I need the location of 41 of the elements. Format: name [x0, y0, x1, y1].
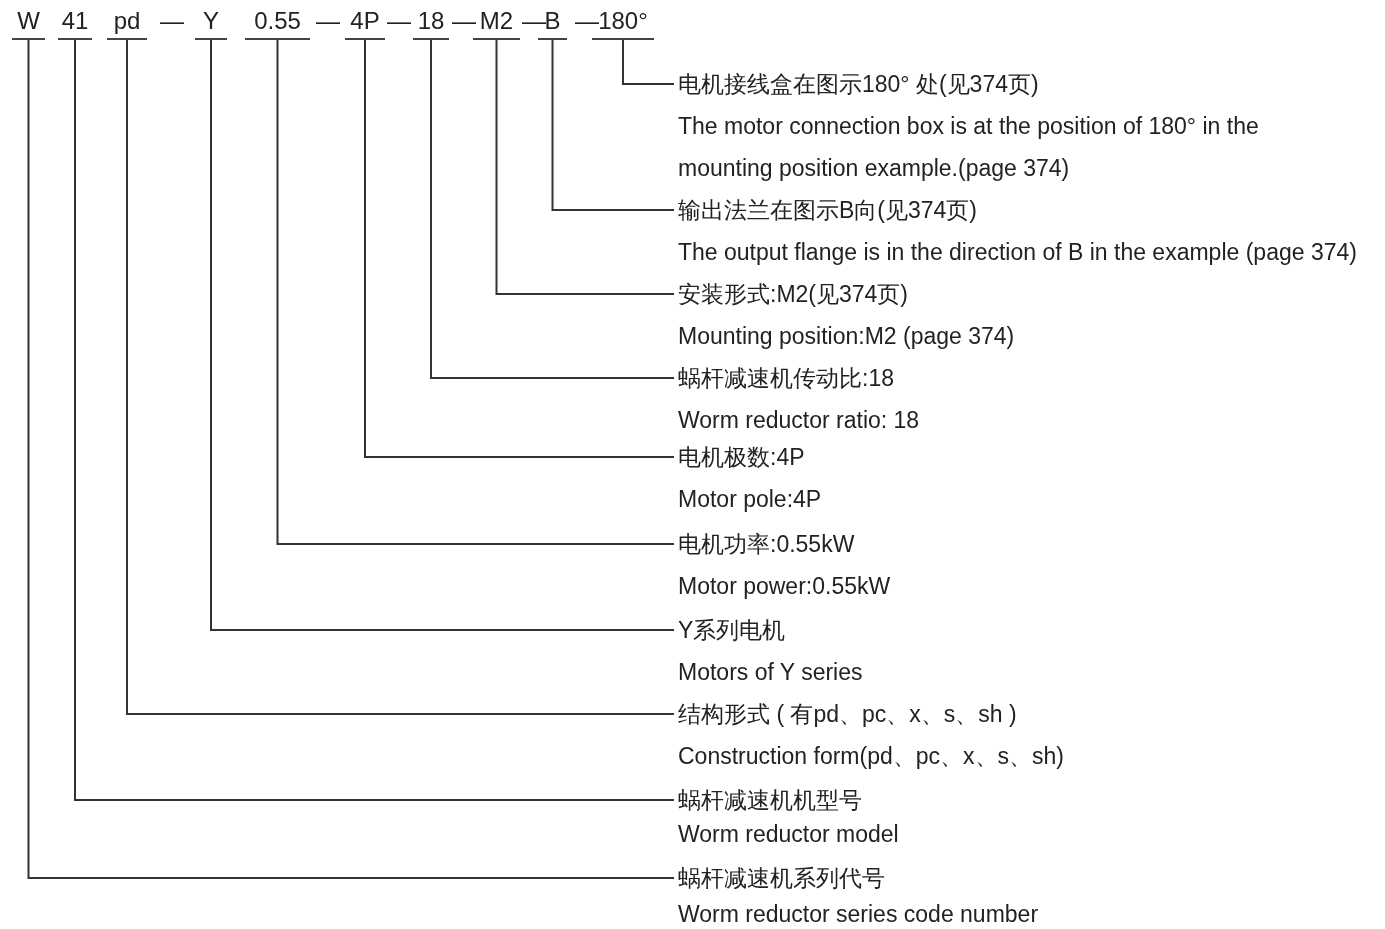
- chinese-description: 电机功率:0.55kW: [678, 530, 856, 559]
- leader-line: [430, 39, 675, 379]
- chinese-description: Y系列电机: [678, 616, 787, 645]
- code-segment: pd: [107, 4, 147, 40]
- leader-line: [74, 39, 675, 801]
- leader-line: [210, 39, 675, 631]
- leader-line: [27, 39, 675, 879]
- leader-line: [622, 39, 675, 85]
- leader-line: [495, 39, 675, 295]
- english-description: Motors of Y series: [678, 658, 864, 687]
- english-description: Mounting position:M2 (page 374): [678, 322, 1016, 351]
- leader-line: [551, 39, 675, 211]
- leader-line: [276, 39, 675, 545]
- code-segment: 18: [413, 4, 449, 40]
- english-description: Motor pole:4P: [678, 485, 823, 514]
- english-description: Motor power:0.55kW: [678, 572, 892, 601]
- chinese-description: 结构形式 ( 有pd、pc、x、s、sh ): [678, 700, 1018, 729]
- chinese-description: 输出法兰在图示B向(见374页): [678, 196, 979, 225]
- chinese-description: 电机接线盒在图示180° 处(见374页): [678, 70, 1040, 99]
- chinese-description: 蜗杆减速机传动比:18: [678, 364, 895, 393]
- code-segment: 41: [58, 4, 92, 40]
- chinese-description: 安装形式:M2(见374页): [678, 280, 910, 309]
- chinese-description: 蜗杆减速机机型号: [678, 786, 863, 815]
- english-description: The motor connection box is at the position of 180° in the mounting position example.(page 374): [678, 112, 1260, 183]
- english-description: Construction form(pd、pc、x、s、sh): [678, 742, 1065, 771]
- english-description: Worm reductor series code number: [678, 900, 1040, 929]
- separator-dash: —: [316, 6, 340, 36]
- chinese-description: 电机极数:4P: [678, 443, 806, 472]
- code-segment: Y: [195, 4, 227, 40]
- chinese-description: 蜗杆减速机系列代号: [678, 864, 886, 893]
- english-description: Worm reductor ratio: 18: [678, 406, 921, 435]
- english-description: The output flange is in the direction of B in the example (page 374): [678, 238, 1358, 267]
- separator-dash: —: [387, 6, 411, 36]
- leader-line: [364, 39, 675, 458]
- code-segment: W: [12, 4, 45, 40]
- english-description: Worm reductor model: [678, 820, 900, 849]
- code-segment: 0.55: [245, 4, 310, 40]
- code-segment: 4P: [345, 4, 385, 40]
- separator-dash: —: [452, 6, 476, 36]
- separator-dash: —: [160, 6, 184, 36]
- leader-line: [126, 39, 675, 715]
